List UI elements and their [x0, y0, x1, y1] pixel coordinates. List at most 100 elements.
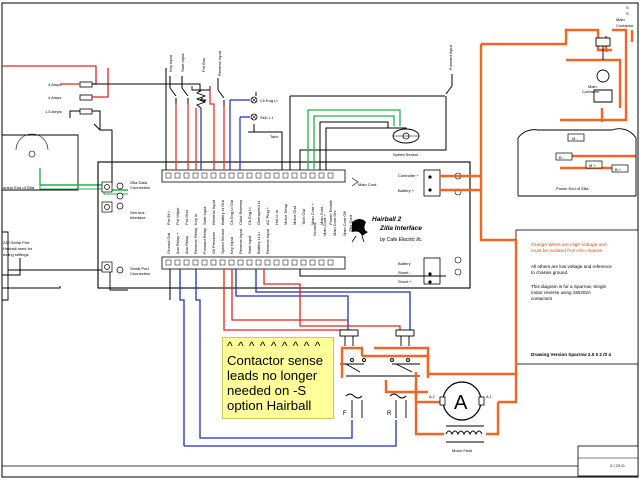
note-orange-1: Orange Wires are High Voltage and — [531, 242, 607, 248]
title-block — [577, 445, 639, 477]
terminal-label: Key In — [193, 214, 198, 225]
terminal-strip-bottom — [161, 256, 346, 270]
terminal-label: Reverse Input — [211, 199, 216, 225]
main-contactor — [593, 37, 613, 103]
reverse-contactor-switches — [339, 329, 420, 377]
terminal-label: Start Input — [247, 235, 252, 254]
terminal-label: AC Plug + — [265, 206, 270, 225]
note-low-1: All others are low voltage and reference — [531, 264, 612, 269]
note-sparrow-3: contactors — [531, 296, 553, 301]
controller-plus-label: Controller + — [398, 173, 419, 178]
main-cont-label: Main Cont. — [358, 182, 377, 187]
board-ports-left — [101, 181, 124, 274]
motor-field-coil — [445, 425, 484, 443]
speed-sensor-wires — [307, 109, 401, 170]
hairball-logo — [351, 219, 368, 243]
top-right-s2: S — [626, 11, 629, 16]
main-contactor-label-4: Contactor — [582, 89, 600, 94]
svg-text:Ground: Ground — [312, 223, 317, 236]
motor-armature — [439, 381, 485, 421]
speed-sensor-wires-black — [319, 121, 407, 170]
serial-label-1: Serial Port — [130, 266, 150, 271]
terminal-screws-bottom — [165, 259, 334, 266]
hairball-title-1: Hairball 2 — [372, 216, 402, 223]
main-contactor-label-2: Contactor — [616, 23, 634, 28]
b-minus-label: B - — [559, 155, 565, 160]
note-orange-2: must be isolated from the chassis — [531, 248, 603, 254]
control-end-zilla — [2, 133, 79, 191]
zilla-data-label-1: Zilla Data — [130, 180, 148, 185]
svg-text:Main Cont Off: Main Cont Off — [342, 211, 347, 236]
board-screws-right — [454, 172, 462, 276]
top-right-s1: S — [626, 5, 629, 10]
serial-port-bracket — [2, 231, 128, 301]
start-input-label: Start Input — [180, 53, 185, 72]
callout-line-2: leads no longer — [227, 368, 318, 383]
b-plus-label: B + — [615, 167, 622, 172]
ck-eng-label: Ck Eng Lt — [260, 98, 278, 103]
terminal-label: Battery Lt Out — [220, 199, 225, 225]
speed-sensor — [392, 128, 420, 144]
terminal-label: Ground Out — [166, 232, 171, 254]
svg-text:Main Cont +: Main Cont + — [322, 214, 327, 236]
terminal-label: Chkd Reverse — [238, 199, 243, 225]
red-lower-wires — [223, 269, 401, 331]
speed-sensor-label: Speed Sensor — [393, 152, 419, 157]
serial-label-2: Connection — [130, 271, 150, 276]
right-column-labels: Ground Main Cont + Main Cont Drv Main Co… — [312, 210, 353, 236]
callout-line-3: needed on -S — [227, 383, 307, 398]
note-sparrow-1: This diagram is for a Sparrow, Single — [531, 284, 607, 289]
fuse-block — [79, 81, 93, 115]
terminal-strip-top — [161, 169, 346, 183]
terminal-label: Ck Eng Lt Out — [229, 199, 234, 225]
terminal-label: Motor Temp — [283, 203, 288, 225]
sim-bus-label-2: Interface — [130, 215, 146, 220]
note-sparrow-2: motor reverse using SW202A — [531, 290, 592, 295]
key-input-label: Key Input — [168, 54, 173, 72]
terminal-label: Motor Gnd — [292, 206, 297, 225]
pot-box-label: Pot Box — [201, 58, 206, 72]
terminal-label: Hot Lt In — [274, 210, 279, 225]
title-block-date: 2 / 23 /0 — [610, 463, 625, 468]
fuse-4a-label: 4 Amps — [48, 82, 61, 87]
note-version: Drawing Version Sparrow 2.0 0 2 /0 4 — [531, 352, 611, 357]
black-input-wires — [165, 68, 447, 170]
reverse-input-label: Reverse Input — [217, 50, 222, 76]
pot-box-resistor — [191, 86, 211, 109]
power-end-label: Power End of Zilla — [556, 186, 589, 191]
terminal-label: Main Cont - — [319, 204, 324, 225]
callout-arrows: ^ ^ ^ ^ ^ ^ ^ ^ ^ — [227, 339, 322, 353]
relay-f-label: F — [343, 411, 347, 417]
zilla-data-label-2: Connection — [130, 185, 150, 190]
terminal-label: Battery Lt In — [256, 232, 261, 254]
rs232-note-1: 232 Serial Port — [3, 240, 30, 245]
terminal-label: Oil Pressure — [211, 231, 216, 254]
terminal-label: Aux Relay — [184, 236, 189, 254]
hv-wires-top — [479, 28, 636, 242]
rs232-note-3: usting settings — [3, 252, 29, 257]
callout-line-4: option Hairball — [227, 398, 312, 413]
shunt-minus-label: Shunt - — [398, 270, 412, 275]
sim-bus-label-1: Sim bus — [130, 210, 144, 215]
blue-input-wires — [200, 92, 257, 170]
hv-lower-wires — [340, 240, 518, 436]
motor-field-label: Motor Field — [452, 448, 472, 453]
blue-lower-wires — [179, 269, 411, 447]
terminal-label: Reverse Relay — [193, 228, 198, 254]
battery-terminal — [423, 257, 441, 285]
forward-input-label: Forward Input — [448, 44, 453, 70]
hairball-title-2: Zilla Interface — [379, 225, 422, 232]
m-minus-label: M - — [572, 136, 578, 141]
notes-box — [515, 229, 639, 365]
terminal-label: Overspeed Lt — [256, 200, 261, 225]
terminal-label: Main Cont + — [310, 203, 315, 225]
terminal-label: Power Enable — [328, 199, 333, 225]
input-switches — [169, 74, 453, 106]
callout-line-1: Contactor sense — [227, 353, 324, 368]
battery-label: Battery — [398, 261, 411, 266]
relay-r-label: R — [387, 411, 392, 417]
control-end-label: ontrol End of Zilla — [3, 185, 35, 190]
